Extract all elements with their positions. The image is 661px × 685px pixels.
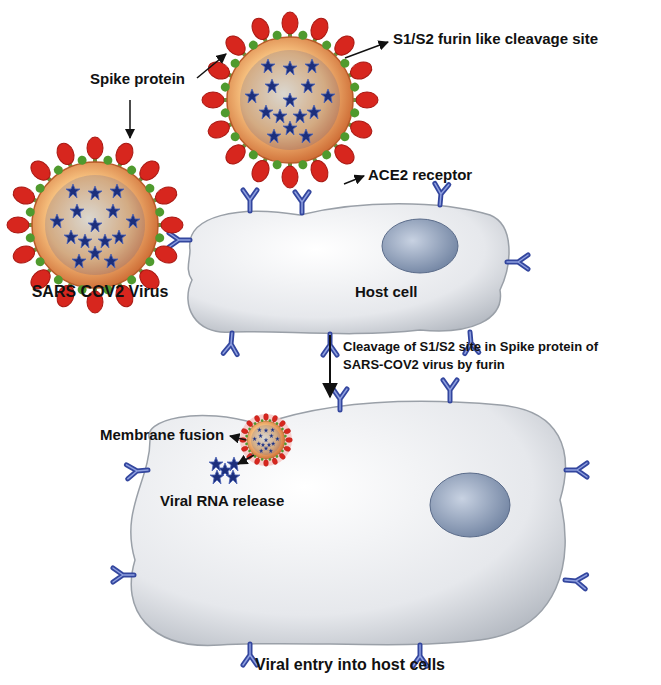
label-holder: Spike protein: [90, 70, 185, 88]
label-holder: Cleavage of S1/S2 site in Spike protein …: [343, 338, 635, 373]
callout-label: Membrane fusion: [100, 426, 224, 443]
virus-label-node: SARS COV2 Virus: [12, 140, 188, 305]
node-text: SARS COV2 Virus: [32, 283, 169, 301]
label-holder: S1/S2 furin like cleavage site: [393, 30, 598, 48]
label-holder: Viral RNA release: [160, 492, 284, 510]
label-holder: Membrane fusion: [100, 426, 224, 444]
label-holder: ACE2 receptor: [368, 166, 472, 184]
node-text: Viral entry into host cells: [255, 656, 445, 674]
callout-label: Spike protein: [90, 70, 185, 87]
callout-label: S1/S2 furin like cleavage site: [393, 30, 598, 47]
callout-label: Viral RNA release: [160, 492, 284, 509]
node-text: Host cell: [355, 283, 418, 300]
callout-label: ACE2 receptor: [368, 166, 472, 183]
flow-arrow: [329, 335, 331, 397]
edge-label: Cleavage of S1/S2 site in Spike protein …: [343, 338, 635, 373]
host-cell: Host cell: [185, 225, 505, 335]
